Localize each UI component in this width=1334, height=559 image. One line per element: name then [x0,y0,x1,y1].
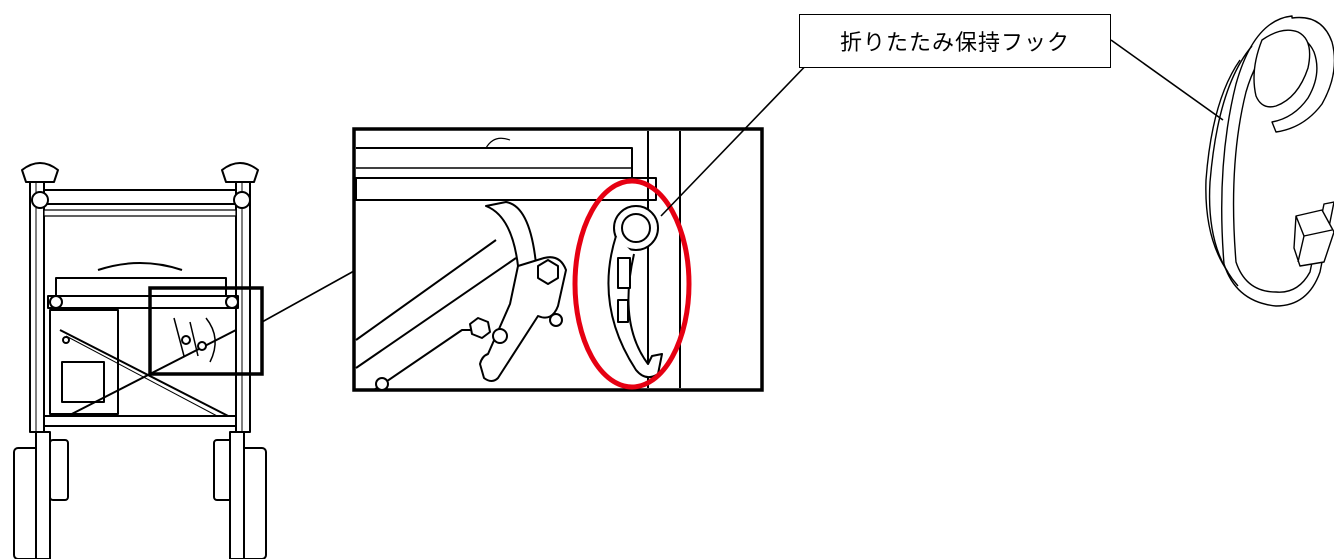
highlight-ellipse [572,178,692,390]
callout-label-box: 折りたたみ保持フック [799,14,1111,68]
detail-view [352,127,764,392]
walker-front-view-icon [13,162,267,559]
callout-leader-line [660,55,816,217]
zoom-box [148,286,264,376]
hook-part-icon [1205,15,1334,307]
zoom-leader-line [261,270,355,323]
callout-label: 折りたたみ保持フック [839,31,1070,56]
part-leader-line [1110,39,1224,121]
